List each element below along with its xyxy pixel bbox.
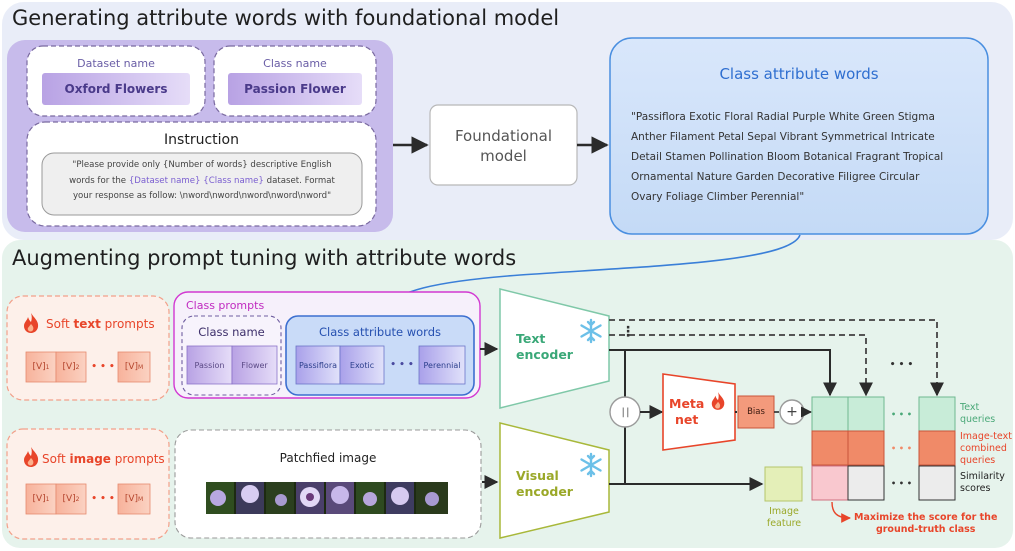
- meta-net: [662, 373, 736, 451]
- fire-icon: [710, 391, 726, 415]
- soft-text-ellipsis: • • •: [91, 362, 115, 372]
- bottom-section-title: Augmenting prompt tuning with attribute …: [12, 246, 517, 270]
- instruction-text-box: [41, 152, 363, 216]
- token-passiflora-label: Passiflora: [298, 360, 338, 370]
- soft-image-token-m-label: [V]M: [124, 494, 144, 504]
- token-perennial: [418, 345, 466, 385]
- instruction-title: Instruction: [164, 132, 239, 148]
- top-grid-ellipsis: • • •: [889, 360, 914, 370]
- class-attr-title: Class attribute words: [319, 325, 441, 339]
- instruction-text: "Please provide only {Number of words} d…: [42, 158, 362, 205]
- snowflake-icon: [578, 318, 604, 348]
- soft-image-ellipsis: • • •: [91, 494, 115, 504]
- token-perennial-label: Perennial: [423, 360, 461, 370]
- token-passion: [186, 345, 233, 385]
- dataset-value: Oxford Flowers: [64, 82, 168, 96]
- combined-query-ellipsis: • • •: [891, 443, 912, 453]
- attribute-words-title: Class attribute words: [719, 65, 879, 83]
- class-name-title: Class name: [198, 325, 265, 339]
- instruction-line-3: your response as follow: \nword\nword\nw…: [72, 191, 332, 201]
- image-feature-box: [764, 466, 803, 502]
- bias-box: [737, 395, 775, 429]
- plus-symbol: +: [786, 404, 798, 420]
- class-value-box: [228, 73, 362, 105]
- soft-text-title: Soft text prompts: [46, 317, 155, 331]
- soft-image-token-1-label: [V]1: [32, 494, 50, 504]
- more-outputs-dots: ⋮: [621, 324, 635, 340]
- soft-text-token-1-label: [V]1: [32, 362, 50, 372]
- class-attr-ellipsis: • • •: [390, 360, 414, 370]
- soft-text-token-2: [55, 351, 87, 383]
- soft-text-token-m-label: [V]M: [124, 362, 144, 372]
- text-encoder: [499, 288, 610, 409]
- soft-image-token-2: [55, 483, 87, 515]
- soft-text-token-m: [117, 351, 151, 383]
- token-passion-label: Passion: [194, 360, 225, 370]
- foundational-model-label: Foundational model: [454, 127, 553, 165]
- attribute-words-text: "Passiflora Exotic Floral Radial Purple …: [631, 111, 944, 203]
- token-exotic: [339, 345, 385, 385]
- token-flower-label: Flower: [241, 360, 268, 370]
- soft-image-title: Soft image prompts: [42, 452, 165, 466]
- soft-image-token-1: [25, 483, 57, 515]
- snowflake-icon: [578, 452, 604, 482]
- dataset-value-box: [42, 73, 190, 105]
- soft-image-token-m: [117, 483, 151, 515]
- token-passiflora: [295, 345, 341, 385]
- patch-strip: [206, 482, 448, 514]
- dataset-label: Dataset name: [77, 56, 155, 70]
- patch-image-title: Patchfied image: [279, 451, 377, 465]
- soft-image-token-2-label: [V]2: [62, 494, 80, 504]
- instruction-line-1: "Please provide only {Number of words} d…: [72, 160, 332, 170]
- instruction-line-2: words for the {Dataset name} {Class name…: [69, 175, 335, 186]
- class-value: Passion Flower: [244, 82, 346, 96]
- bias-label: Bias: [747, 407, 765, 417]
- visual-encoder: [499, 422, 610, 539]
- soft-text-token-1: [25, 351, 57, 383]
- soft-text-token-2-label: [V]2: [62, 362, 80, 372]
- concat-symbol: | |: [621, 406, 630, 418]
- class-label: Class name: [263, 56, 327, 70]
- token-flower: [231, 345, 278, 385]
- class-prompts-title: Class prompts: [186, 299, 265, 312]
- top-section-title: Generating attribute words with foundati…: [12, 6, 560, 30]
- fire-icon: [22, 446, 40, 472]
- fire-icon: [22, 312, 40, 338]
- token-exotic-label: Exotic: [349, 360, 375, 370]
- similarity-ellipsis: • • •: [891, 478, 912, 488]
- attribute-words-panel: [609, 37, 989, 235]
- text-query-ellipsis: • • •: [891, 409, 912, 419]
